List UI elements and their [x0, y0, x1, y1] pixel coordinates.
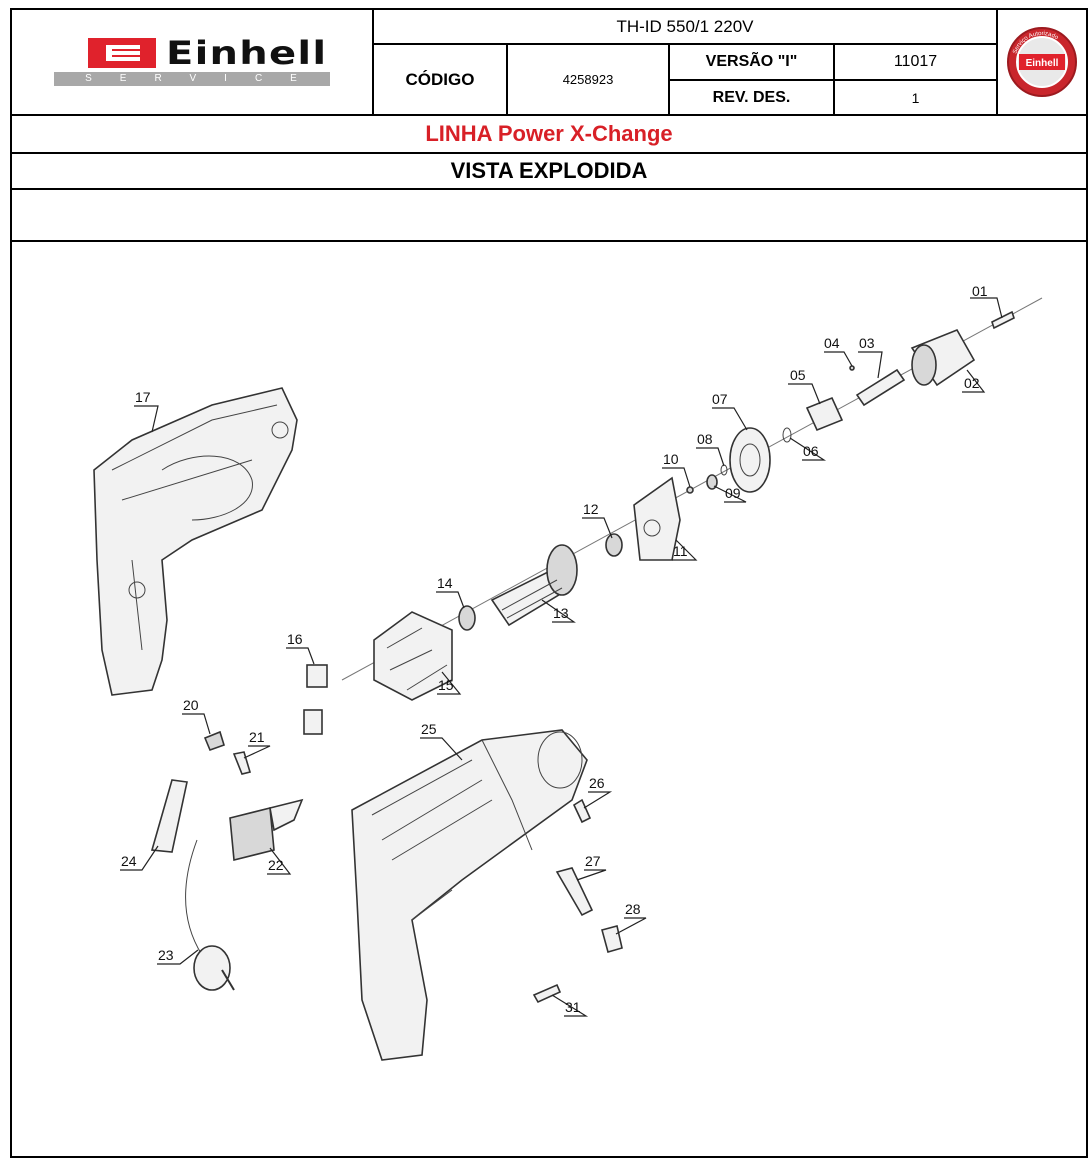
- drill-body: [351, 729, 588, 1061]
- label-20: 20: [183, 697, 199, 713]
- label-10: 10: [663, 451, 679, 467]
- label-23: 23: [158, 947, 174, 963]
- code-label-text: CÓDIGO: [405, 69, 475, 89]
- label-08: 08: [697, 431, 713, 447]
- seal-brand: Einhell: [1026, 58, 1059, 69]
- view-title-text: VISTA EXPLODIDA: [450, 158, 648, 183]
- label-25: 25: [421, 721, 437, 737]
- brand-mark-icon: [88, 38, 157, 68]
- label-02: 02: [964, 375, 980, 391]
- model-text: TH-ID 550/1 220V: [616, 16, 754, 36]
- label-16: 16: [287, 631, 303, 647]
- label-14: 14: [437, 575, 453, 591]
- rev-label: REV. DES.: [668, 79, 835, 116]
- exploded-view-diagram: 01 02 03 04 05 06 07 08 09 10 11 12 13 1…: [93, 283, 1043, 1061]
- power-plug: [193, 945, 235, 991]
- version-label: VERSÃO "I": [668, 43, 835, 81]
- label-17: 17: [135, 389, 151, 405]
- brand-sub: SERVICE: [54, 72, 330, 86]
- line-title-text: LINHA Power X-Change: [425, 121, 673, 146]
- rev-value: 1: [833, 79, 998, 116]
- version-label-text: VERSÃO "I": [705, 53, 798, 70]
- label-26: 26: [589, 775, 605, 791]
- label-11: 11: [673, 543, 688, 559]
- label-12: 12: [583, 501, 599, 517]
- brand-name: Einhell: [166, 34, 328, 72]
- label-05: 05: [790, 367, 806, 383]
- label-03: 03: [859, 335, 875, 351]
- chuck: [910, 328, 976, 387]
- housing-left-half: [93, 387, 298, 696]
- rev-value-text: 1: [911, 89, 920, 106]
- label-31: 31: [565, 999, 581, 1015]
- code-value-text: 4258923: [562, 72, 614, 87]
- service-seal: Einhell Serviço Autorizado: [996, 8, 1088, 116]
- label-13: 13: [553, 605, 569, 621]
- label-04: 04: [824, 335, 840, 351]
- blank-row: [10, 188, 1088, 242]
- model-title: TH-ID 550/1 220V: [372, 8, 998, 45]
- label-15: 15: [438, 677, 454, 693]
- code-label: CÓDIGO: [372, 43, 508, 116]
- trigger-switch: [229, 798, 304, 862]
- leader-lines: [120, 297, 1003, 1017]
- label-06: 06: [803, 443, 819, 459]
- label-01: 01: [972, 283, 988, 299]
- label-22: 22: [268, 857, 284, 873]
- version-value-text: 11017: [893, 53, 938, 70]
- view-title: VISTA EXPLODIDA: [10, 152, 1088, 190]
- label-07: 07: [712, 391, 728, 407]
- brand-logo: Einhell SERVICE: [10, 8, 374, 116]
- authorized-service-seal-icon: Einhell Serviço Autorizado: [1007, 27, 1077, 97]
- label-24: 24: [121, 853, 137, 869]
- label-28: 28: [625, 901, 641, 917]
- label-09: 09: [725, 485, 741, 501]
- version-value: 11017: [833, 43, 998, 81]
- code-value: 4258923: [506, 43, 670, 116]
- armature: [490, 544, 578, 627]
- stator: [373, 611, 453, 701]
- label-21: 21: [249, 729, 265, 745]
- line-title: LINHA Power X-Change: [10, 114, 1088, 154]
- rev-label-text: REV. DES.: [712, 88, 791, 106]
- label-27: 27: [585, 853, 601, 869]
